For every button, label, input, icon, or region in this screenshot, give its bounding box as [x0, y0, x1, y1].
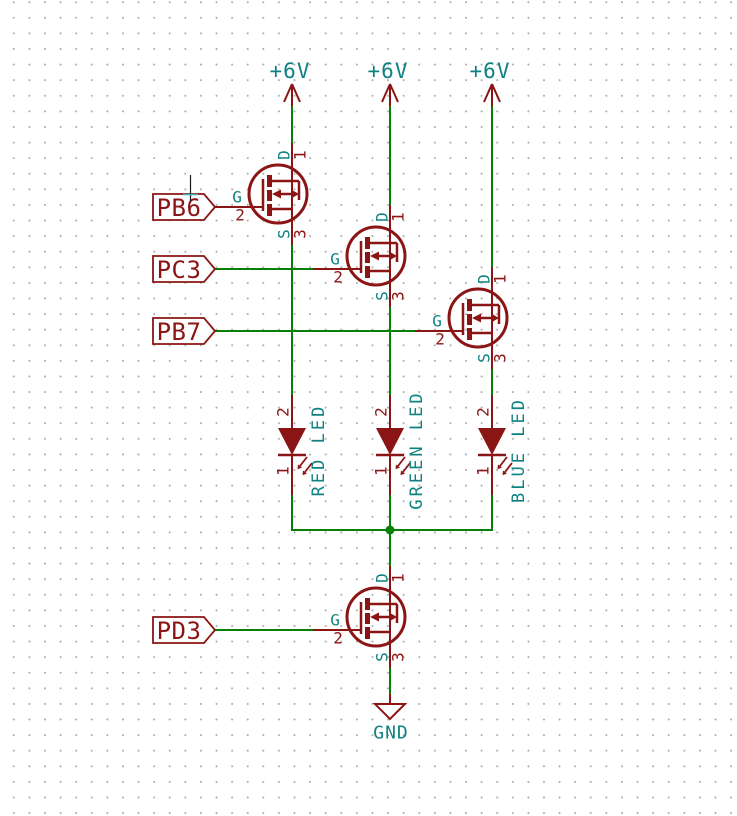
pin-name-s: S [475, 353, 494, 363]
mosfet-symbol-1[interactable]: D 1 G 2 S 3 [215, 143, 310, 245]
pin-number-2: 2 [333, 629, 343, 648]
channel-dashes [365, 598, 370, 639]
junction-dot[interactable] [385, 525, 395, 535]
pin-name-d: D [475, 274, 494, 284]
led-symbol-green[interactable]: 2 1 GREEN LED [372, 390, 428, 509]
label-flag-outline [152, 255, 217, 283]
mosfet-body-circle [447, 287, 509, 349]
emission-arrow-2-head [400, 470, 405, 476]
mosfet-symbol-2[interactable]: D 1 G 2 S 3 [313, 205, 408, 307]
pin-number-1: 1 [389, 573, 408, 583]
net-label-text: PD3 [157, 617, 202, 645]
pin-name-g: G [330, 250, 340, 269]
mosfet-symbol-3[interactable]: D 1 G 2 S 3 [415, 267, 510, 369]
pin-number-3: 3 [491, 353, 510, 363]
diode-triangle [278, 428, 306, 455]
wires [215, 105, 493, 696]
body-diode-triangle [390, 252, 397, 260]
global-label-pb7[interactable]: PB7 [152, 317, 217, 346]
net-label-text: PB6 [157, 194, 202, 222]
diode-triangle [478, 428, 506, 455]
emission-arrow-2 [504, 462, 513, 473]
label-flag-outline [152, 317, 217, 345]
pin-number-anode: 2 [274, 407, 293, 417]
emission-arrow-1-head [395, 464, 400, 470]
channel-dashes [267, 175, 272, 216]
mosfet-body-circle [247, 163, 309, 225]
channel-dashes [365, 237, 370, 278]
net-label-text: PB7 [157, 318, 202, 346]
power-net-label: +6V [470, 59, 511, 83]
pin-number-anode: 2 [474, 407, 493, 417]
cursor-crosshair [183, 175, 198, 201]
led-symbol-red[interactable]: 2 1 RED LED [274, 395, 330, 496]
power-flag-plus6v-2[interactable]: +6V [368, 59, 409, 106]
body-diode-triangle [492, 314, 499, 322]
global-label-pd3[interactable]: PD3 [152, 616, 217, 645]
net-label-text: PC3 [157, 256, 202, 284]
emission-arrow-2 [304, 462, 313, 473]
body-diode-triangle [390, 613, 397, 621]
pin-number-1: 1 [291, 150, 310, 160]
power-flag-plus6v-1[interactable]: +6V [270, 59, 311, 106]
led-symbol-blue[interactable]: 2 1 BLUE LED [474, 395, 530, 503]
mosfet-body-circle [345, 586, 407, 648]
pin-name-d: D [373, 212, 392, 222]
pin-number-cathode: 1 [474, 466, 493, 476]
body-arrow-head [370, 251, 379, 261]
emission-arrow-2-head [302, 470, 307, 476]
emission-arrow-1-head [297, 464, 302, 470]
pin-name-s: S [373, 291, 392, 301]
power-net-label: +6V [270, 59, 311, 83]
pin-number-3: 3 [389, 291, 408, 301]
emission-arrow-1 [499, 456, 508, 467]
emission-arrow-2-head [502, 470, 507, 476]
pin-number-3: 3 [291, 229, 310, 239]
body-arrow-head [370, 612, 379, 622]
emission-arrow-1 [397, 456, 406, 467]
gnd-net-label: GND [373, 723, 409, 744]
diode-triangle [376, 428, 404, 455]
pin-number-2: 2 [235, 206, 245, 225]
emission-arrow-2 [402, 462, 411, 473]
power-net-label: +6V [368, 59, 409, 83]
pin-number-anode: 2 [372, 407, 391, 417]
pin-name-s: S [373, 652, 392, 662]
pin-name-g: G [432, 312, 442, 331]
led-value-label: BLUE LED [509, 397, 529, 503]
body-arrow-head [472, 313, 481, 323]
pin-name-g: G [330, 611, 340, 630]
gnd-triangle-icon [372, 703, 408, 721]
pin-number-cathode: 1 [372, 466, 391, 476]
power-arrow-icon [283, 83, 301, 106]
pin-name-d: D [275, 150, 294, 160]
body-diode-triangle [292, 190, 299, 198]
body-arrow-head [272, 189, 281, 199]
pin-number-3: 3 [389, 652, 408, 662]
power-arrow-icon [483, 83, 501, 106]
label-flag-outline [152, 616, 217, 644]
power-flag-plus6v-3[interactable]: +6V [470, 59, 511, 106]
mosfet-symbol-4[interactable]: D 1 G 2 S 3 [313, 566, 408, 668]
emission-arrow-1 [299, 456, 308, 467]
pin-number-1: 1 [491, 274, 510, 284]
led-value-label: GREEN LED [407, 390, 427, 509]
pin-number-1: 1 [389, 212, 408, 222]
mosfet-body-circle [345, 225, 407, 287]
gnd-symbol[interactable]: GND [372, 694, 409, 744]
emission-arrow-1-head [497, 464, 502, 470]
pin-name-s: S [275, 229, 294, 239]
global-label-pc3[interactable]: PC3 [152, 255, 217, 284]
pin-number-2: 2 [435, 330, 445, 349]
pin-number-cathode: 1 [274, 466, 293, 476]
channel-dashes [467, 299, 472, 340]
power-arrow-icon [381, 83, 399, 106]
pin-number-2: 2 [333, 268, 343, 287]
pin-name-d: D [373, 573, 392, 583]
led-value-label: RED LED [309, 404, 329, 497]
pin-name-g: G [232, 188, 242, 207]
global-label-pb6[interactable]: PB6 [152, 193, 217, 222]
